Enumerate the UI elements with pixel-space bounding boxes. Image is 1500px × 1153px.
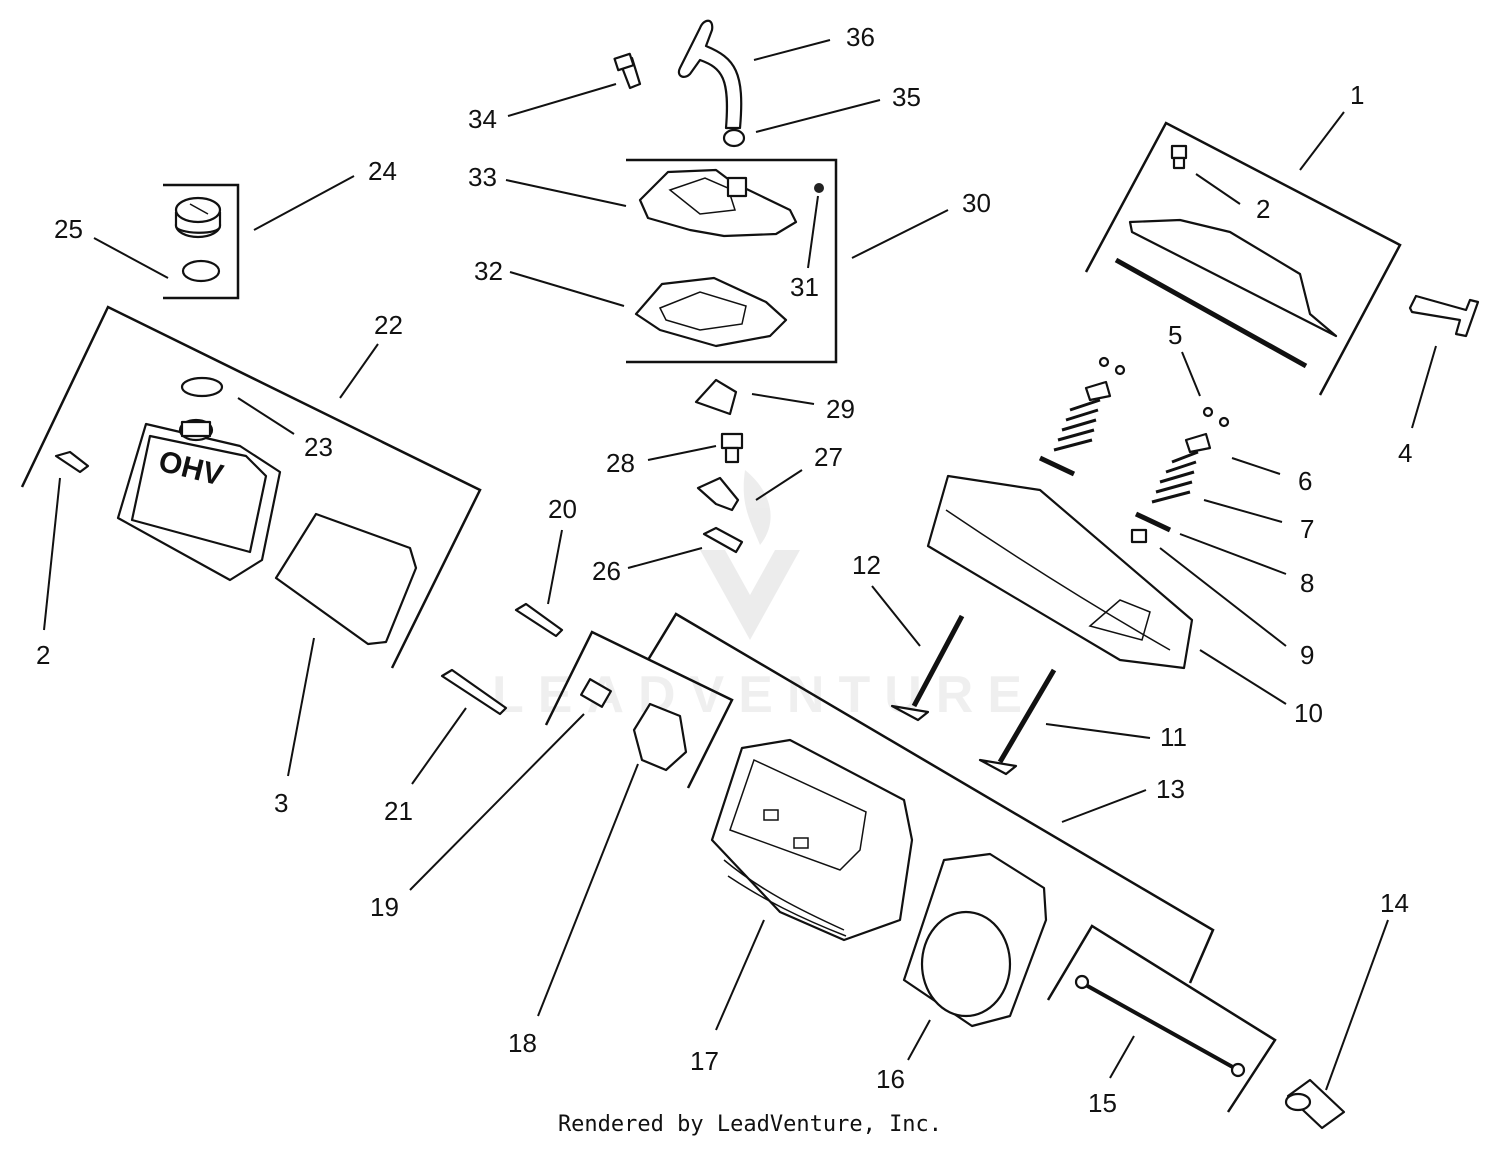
callout-11: 11 <box>1160 722 1187 752</box>
frame-rocker-arm-group <box>544 630 734 789</box>
reed-bolt <box>720 432 744 464</box>
callout-6: 6 <box>1298 466 1312 496</box>
breather-tube <box>677 19 743 130</box>
callout-13: 13 <box>1156 774 1185 804</box>
shroud-screw <box>1170 144 1188 170</box>
callout-22: 22 <box>374 310 403 340</box>
breather-filter <box>702 526 744 554</box>
callout-24: 24 <box>368 156 397 186</box>
head-assembly-right <box>926 474 1194 670</box>
frame-breather-group <box>626 158 838 364</box>
push-rod <box>1074 974 1246 1078</box>
callout-2-right: 2 <box>1256 194 1270 224</box>
callout-21: 21 <box>384 796 413 826</box>
callout-10: 10 <box>1294 698 1323 728</box>
frame-valve-cover-group <box>20 305 482 669</box>
frame-cylinder-head-group <box>646 612 1215 984</box>
callout-9: 9 <box>1300 640 1314 670</box>
callout-17: 17 <box>690 1046 719 1076</box>
callout-26: 26 <box>592 556 621 586</box>
valve-lifter <box>1284 1078 1346 1130</box>
callout-30: 30 <box>962 188 991 218</box>
head-bolt-short <box>514 602 564 638</box>
render-credit: Rendered by LeadVenture, Inc. <box>557 1112 943 1137</box>
tube-clamp <box>722 128 746 148</box>
spring-retainers <box>1084 380 1212 454</box>
valve-springs <box>1053 398 1199 504</box>
callout-16: 16 <box>876 1064 905 1094</box>
callout-14: 14 <box>1380 888 1409 918</box>
callout-18: 18 <box>508 1028 537 1058</box>
breather-grommet <box>814 183 824 193</box>
callout-33: 33 <box>468 162 497 192</box>
shroud-bracket <box>1408 294 1480 338</box>
callout-19: 19 <box>370 892 399 922</box>
valve-cover-bolt <box>54 450 90 474</box>
callout-25: 25 <box>54 214 83 244</box>
oil-fill-o-ring <box>181 259 221 283</box>
callout-28: 28 <box>606 448 635 478</box>
callout-34: 34 <box>468 104 497 134</box>
callout-12: 12 <box>852 550 881 580</box>
callout-23: 23 <box>304 432 333 462</box>
exhaust-valve <box>890 614 965 722</box>
valve-cover-gasket <box>274 512 418 646</box>
rocker-shroud <box>1114 218 1338 369</box>
callout-29: 29 <box>826 394 855 424</box>
callout-27: 27 <box>814 442 843 472</box>
callout-5: 5 <box>1168 320 1182 350</box>
breather-cover <box>638 168 798 238</box>
breather-plate <box>634 276 788 348</box>
cylinder-head <box>710 738 914 942</box>
callout-35: 35 <box>892 82 921 112</box>
callout-31: 31 <box>790 272 819 302</box>
valve-cover: OHV <box>116 418 282 582</box>
valve-keepers <box>1098 356 1230 428</box>
frame-push-rod-group <box>1046 924 1277 1113</box>
head-gasket <box>902 852 1048 1028</box>
oil-fill-cap <box>174 196 222 239</box>
callout-15: 15 <box>1088 1088 1117 1118</box>
valve-cover-o-ring <box>180 376 224 398</box>
watermark-text: LEADVENTURE <box>492 666 1036 724</box>
frame-rocker-group <box>1084 121 1402 396</box>
frame-oil-fill-group <box>163 183 240 300</box>
callout-3: 3 <box>274 788 288 818</box>
leader-lines <box>43 39 1437 1091</box>
callout-36: 36 <box>846 22 875 52</box>
reed-retainer <box>696 476 740 512</box>
watermark-logo <box>700 470 800 640</box>
valve-guide <box>1130 528 1148 544</box>
rocker-arm <box>632 702 688 772</box>
intake-valve <box>978 668 1057 776</box>
callout-4: 4 <box>1398 438 1412 468</box>
callout-7: 7 <box>1300 514 1314 544</box>
head-bolt-long <box>440 668 508 716</box>
callout-32: 32 <box>474 256 503 286</box>
callout-1: 1 <box>1350 80 1364 110</box>
callout-20: 20 <box>548 494 577 524</box>
callout-labels: 1 2 2 3 4 5 6 7 8 9 10 11 12 13 14 15 16… <box>36 22 1412 1118</box>
callout-2-left: 2 <box>36 640 50 670</box>
callout-8: 8 <box>1300 568 1314 598</box>
valve-seals <box>1038 455 1172 533</box>
rocker-stud <box>580 678 612 708</box>
breather-screw <box>613 52 642 90</box>
breather-reed <box>694 378 738 416</box>
